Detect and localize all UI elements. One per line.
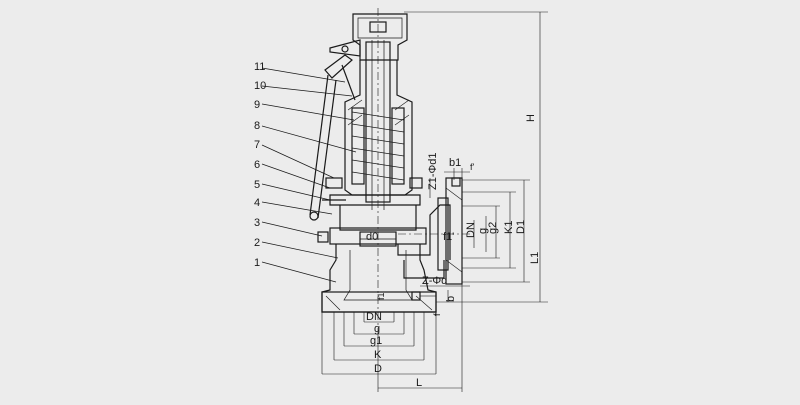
part-number-10: 10 xyxy=(254,80,266,92)
dim-f1: f1 xyxy=(376,292,386,300)
dim-K: K xyxy=(374,349,382,361)
dim-L: L xyxy=(416,377,422,389)
part-number-3: 3 xyxy=(254,217,260,229)
dim-f: f xyxy=(432,313,442,316)
right-dimensions xyxy=(404,11,548,303)
part-number-4: 4 xyxy=(254,197,260,209)
dim-f-prime: f' xyxy=(470,162,475,172)
dim-Z-d: Z-Φd xyxy=(422,275,447,287)
part-number-5: 5 xyxy=(254,179,260,191)
dim-g: g xyxy=(477,228,489,234)
part-number-8: 8 xyxy=(254,120,260,132)
dim-D: D xyxy=(374,363,382,375)
bottom-dimensions xyxy=(321,284,463,392)
part-number-11: 11 xyxy=(254,61,265,73)
dim-g1: g1 xyxy=(370,335,382,347)
dim-b1: b1 xyxy=(449,157,461,169)
disc-seat xyxy=(359,231,397,247)
dim-b: b xyxy=(445,296,457,302)
part-numbers: 11 10 9 8 7 6 5 4 3 2 1 xyxy=(254,61,266,269)
dim-L1: L1 xyxy=(529,252,541,264)
part-leaders xyxy=(261,67,357,283)
dim-g-inlet: g xyxy=(374,323,380,335)
lever-arm xyxy=(309,54,356,221)
part-number-9: 9 xyxy=(254,99,260,111)
part-number-6: 6 xyxy=(254,159,260,171)
part-number-7: 7 xyxy=(254,139,260,151)
dim-DN-outlet: DN xyxy=(465,222,477,238)
dim-d0: d0 xyxy=(366,231,378,243)
bonnet xyxy=(317,177,427,245)
dim-K1: K1 xyxy=(503,221,515,234)
dim-D1: D1 xyxy=(515,220,527,234)
cap-bracket xyxy=(329,13,408,61)
spring xyxy=(351,107,405,185)
dim-H: H xyxy=(525,114,537,122)
part-number-1: 1 xyxy=(254,257,260,269)
dim-Z1-d1: Z1-Φd1 xyxy=(427,152,439,190)
dim-g2: g2 xyxy=(487,222,499,234)
part-number-2: 2 xyxy=(254,237,260,249)
dim-DN-inlet: DN xyxy=(366,311,382,323)
dim-f1-prime: f1' xyxy=(443,231,454,243)
